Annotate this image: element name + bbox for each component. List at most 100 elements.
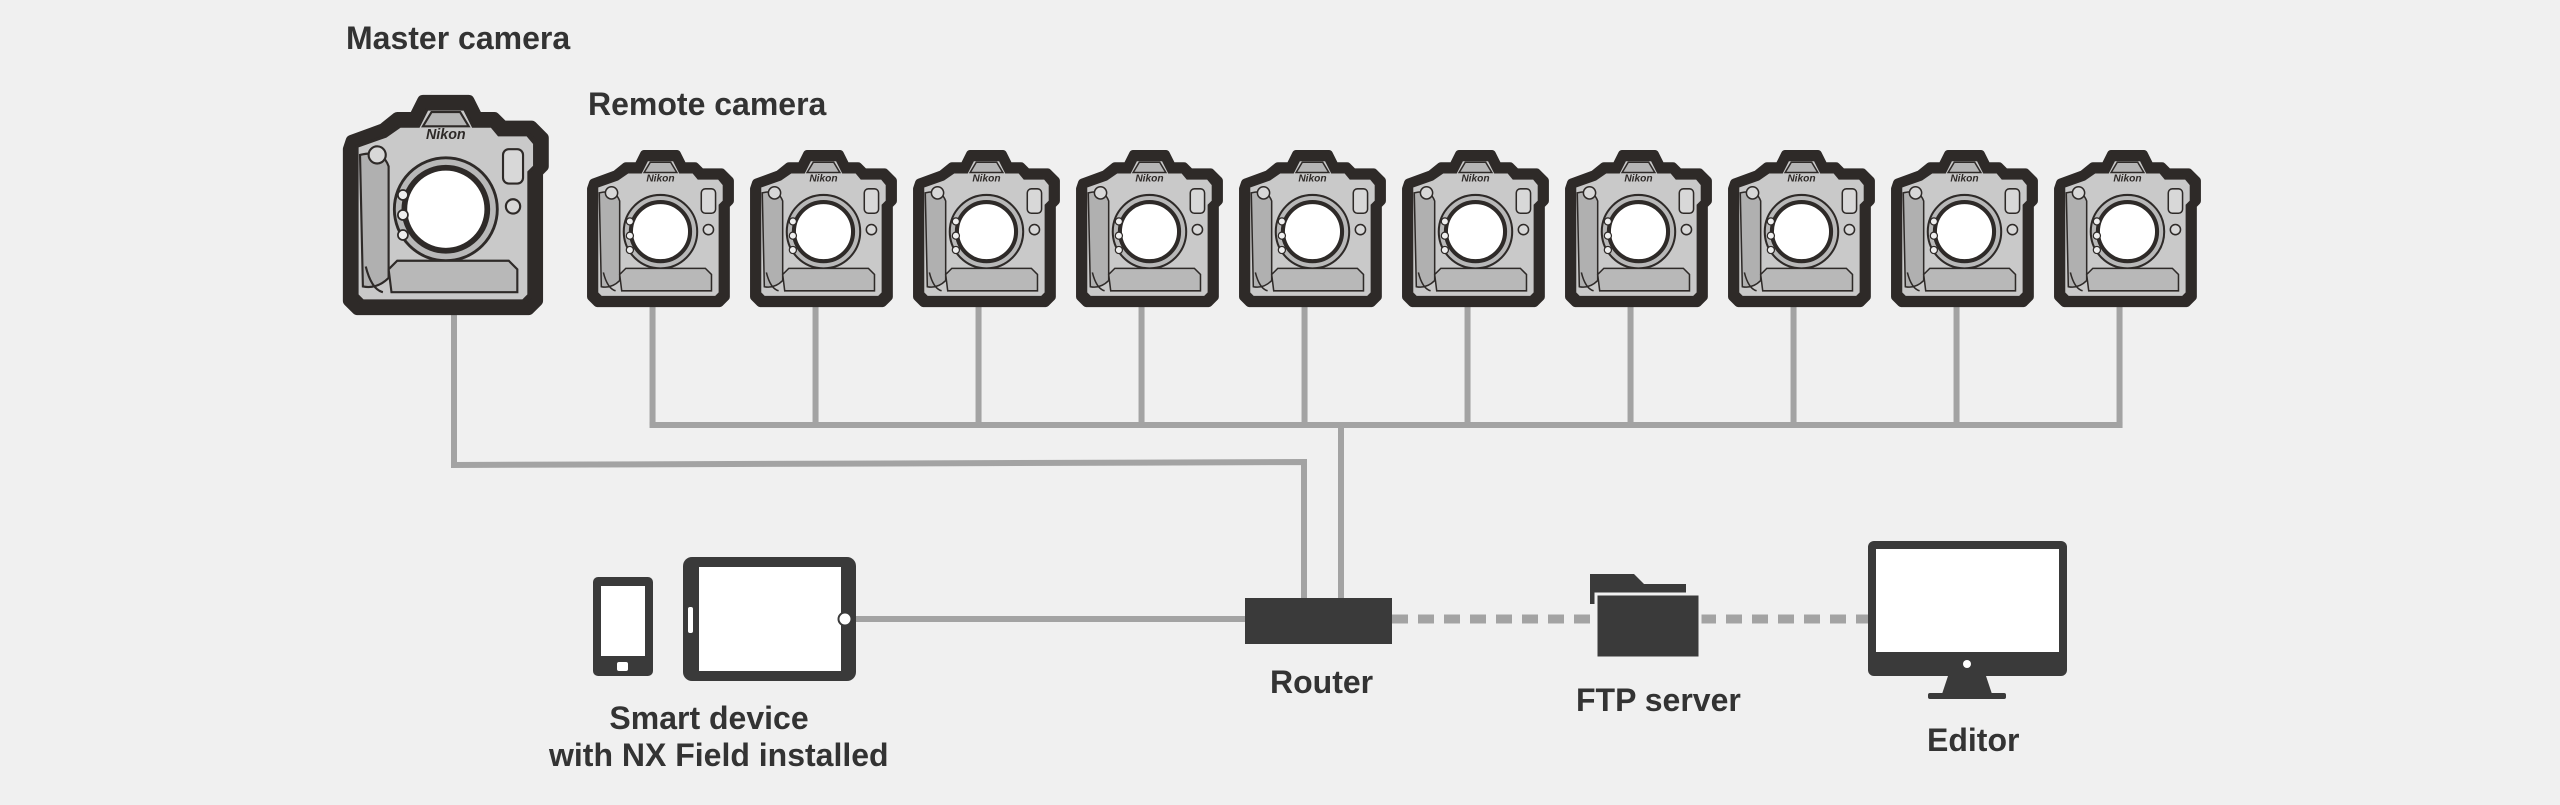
camera-vertical-grip [618, 267, 713, 292]
camera-lens-opening [1932, 200, 1997, 264]
camera-grip [1739, 191, 1762, 288]
camera-button [397, 209, 409, 221]
camera-grip-detail [765, 272, 779, 292]
camera-grip [358, 152, 390, 289]
camera-side-panel [700, 188, 717, 215]
camera-button [951, 231, 961, 240]
camera-side-button [2006, 223, 2019, 236]
camera-prism [642, 161, 679, 174]
camera-brand-text: Nikon [809, 174, 837, 185]
remote-camera-icon: Nikon [1402, 150, 1549, 308]
camera-button [1929, 217, 1939, 226]
camera-button [2092, 231, 2102, 240]
folder-front [1594, 592, 1702, 660]
camera-prism [805, 161, 842, 174]
remote-camera-icon: Nikon [750, 150, 897, 308]
camera-dial [1419, 185, 1434, 200]
camera-side-panel [1352, 188, 1369, 215]
camera-button [397, 189, 409, 201]
camera-side-panel [1189, 188, 1206, 215]
camera-grip [761, 191, 784, 288]
camera-lens-opening [1769, 200, 1834, 264]
camera-side-button [1517, 223, 1530, 236]
camera-grip [598, 191, 621, 288]
camera-prism [1783, 161, 1820, 174]
camera-lens-opening [954, 200, 1019, 264]
camera-button [1929, 245, 1939, 255]
camera-button [1277, 245, 1287, 255]
camera-button [1766, 231, 1776, 240]
smart-device-label-line2: with NX Field installed [549, 736, 889, 773]
camera-grip-detail [928, 272, 942, 292]
camera-dial [2071, 185, 2086, 200]
camera-prism [1294, 161, 1331, 174]
camera-button [788, 217, 798, 226]
camera-side-panel [1515, 188, 1532, 215]
camera-prism [1946, 161, 1983, 174]
camera-prism [1131, 161, 1168, 174]
camera-prism [1457, 161, 1494, 174]
camera-button [1440, 245, 1450, 255]
camera-vertical-grip [944, 267, 1039, 292]
camera-button [1766, 245, 1776, 255]
remote-camera-icon: Nikon [1565, 150, 1712, 308]
monitor-base [1928, 693, 2006, 699]
camera-vertical-grip [1270, 267, 1365, 292]
camera-brand-text: Nikon [1624, 174, 1652, 185]
camera-grip-detail [1743, 272, 1757, 292]
camera-grip-detail [2069, 272, 2083, 292]
camera-dial [367, 145, 387, 165]
camera-button [1277, 231, 1287, 240]
camera-button [1440, 231, 1450, 240]
camera-side-panel [1026, 188, 1043, 215]
monitor-icon [1868, 541, 2067, 699]
camera-brand-text: Nikon [1298, 174, 1326, 185]
camera-button [951, 217, 961, 226]
camera-button [625, 245, 635, 255]
camera-side-button [1191, 223, 1204, 236]
camera-grip-detail [1580, 272, 1594, 292]
camera-prism [2109, 161, 2146, 174]
remote-camera-icon: Nikon [1076, 150, 1223, 308]
connection-lines [451, 300, 2123, 624]
camera-vertical-grip [1922, 267, 2017, 292]
camera-lens-opening [1443, 200, 1508, 264]
phone-home-button [617, 662, 628, 671]
camera-side-button [702, 223, 715, 236]
camera-vertical-grip [387, 259, 519, 294]
camera-lens-opening [791, 200, 856, 264]
camera-lens-opening [628, 200, 693, 264]
router-label: Router [1270, 664, 1374, 700]
camera-button [1929, 231, 1939, 240]
tablet-icon [683, 557, 856, 681]
camera-lens-opening [2095, 200, 2160, 264]
camera-side-panel [501, 148, 525, 185]
camera-button [2092, 245, 2102, 255]
camera-side-panel [2167, 188, 2184, 215]
camera-vertical-grip [781, 267, 876, 292]
camera-button [1440, 217, 1450, 226]
camera-lens-opening [1606, 200, 1671, 264]
smart-device-label: Smart device with NX Field installed [549, 700, 889, 774]
camera-lens-opening [1280, 200, 1345, 264]
phone-screen [601, 586, 645, 656]
camera-lens-opening [1117, 200, 1182, 264]
camera-grip-detail [1254, 272, 1268, 292]
camera-prism [1620, 161, 1657, 174]
camera-dial [1745, 185, 1760, 200]
camera-button [1603, 217, 1613, 226]
camera-button [788, 231, 798, 240]
camera-grip-detail [1417, 272, 1431, 292]
camera-grip [1413, 191, 1436, 288]
camera-brand-text: Nikon [2113, 174, 2141, 185]
camera-dial [930, 185, 945, 200]
camera-side-button [865, 223, 878, 236]
master-camera-label: Master camera [346, 20, 571, 56]
camera-vertical-grip [1107, 267, 1202, 292]
camera-grip [1087, 191, 1110, 288]
camera-grip [1250, 191, 1273, 288]
camera-dial [604, 185, 619, 200]
remote-camera-label: Remote camera [588, 86, 827, 122]
